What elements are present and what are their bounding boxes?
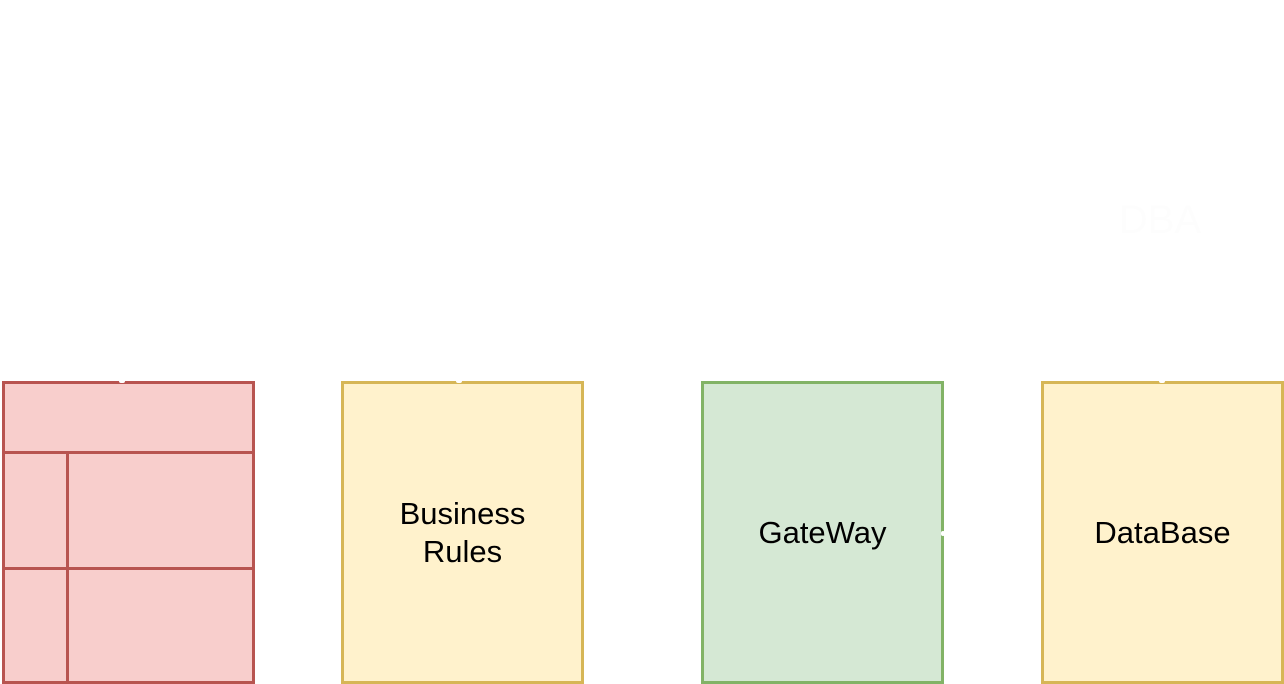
dba-actor-label: DBA (1118, 198, 1202, 242)
business-connector-tick (456, 379, 462, 383)
gateway-label: GateWay (758, 514, 887, 550)
ui-layout-header-divider (5, 451, 252, 454)
business-rules-label: Business Rules (399, 495, 526, 569)
gateway-side-connector-tick (941, 531, 945, 536)
business-rules-box[interactable]: Business Rules (341, 381, 584, 684)
database-label: DataBase (1094, 514, 1231, 550)
ui-layout-row-divider (5, 567, 252, 570)
ui-connector-tick (119, 379, 125, 383)
gateway-box[interactable]: GateWay (701, 381, 944, 684)
ui-layout-box[interactable] (2, 381, 255, 684)
database-connector-tick (1159, 379, 1165, 383)
database-box[interactable]: DataBase (1041, 381, 1284, 684)
